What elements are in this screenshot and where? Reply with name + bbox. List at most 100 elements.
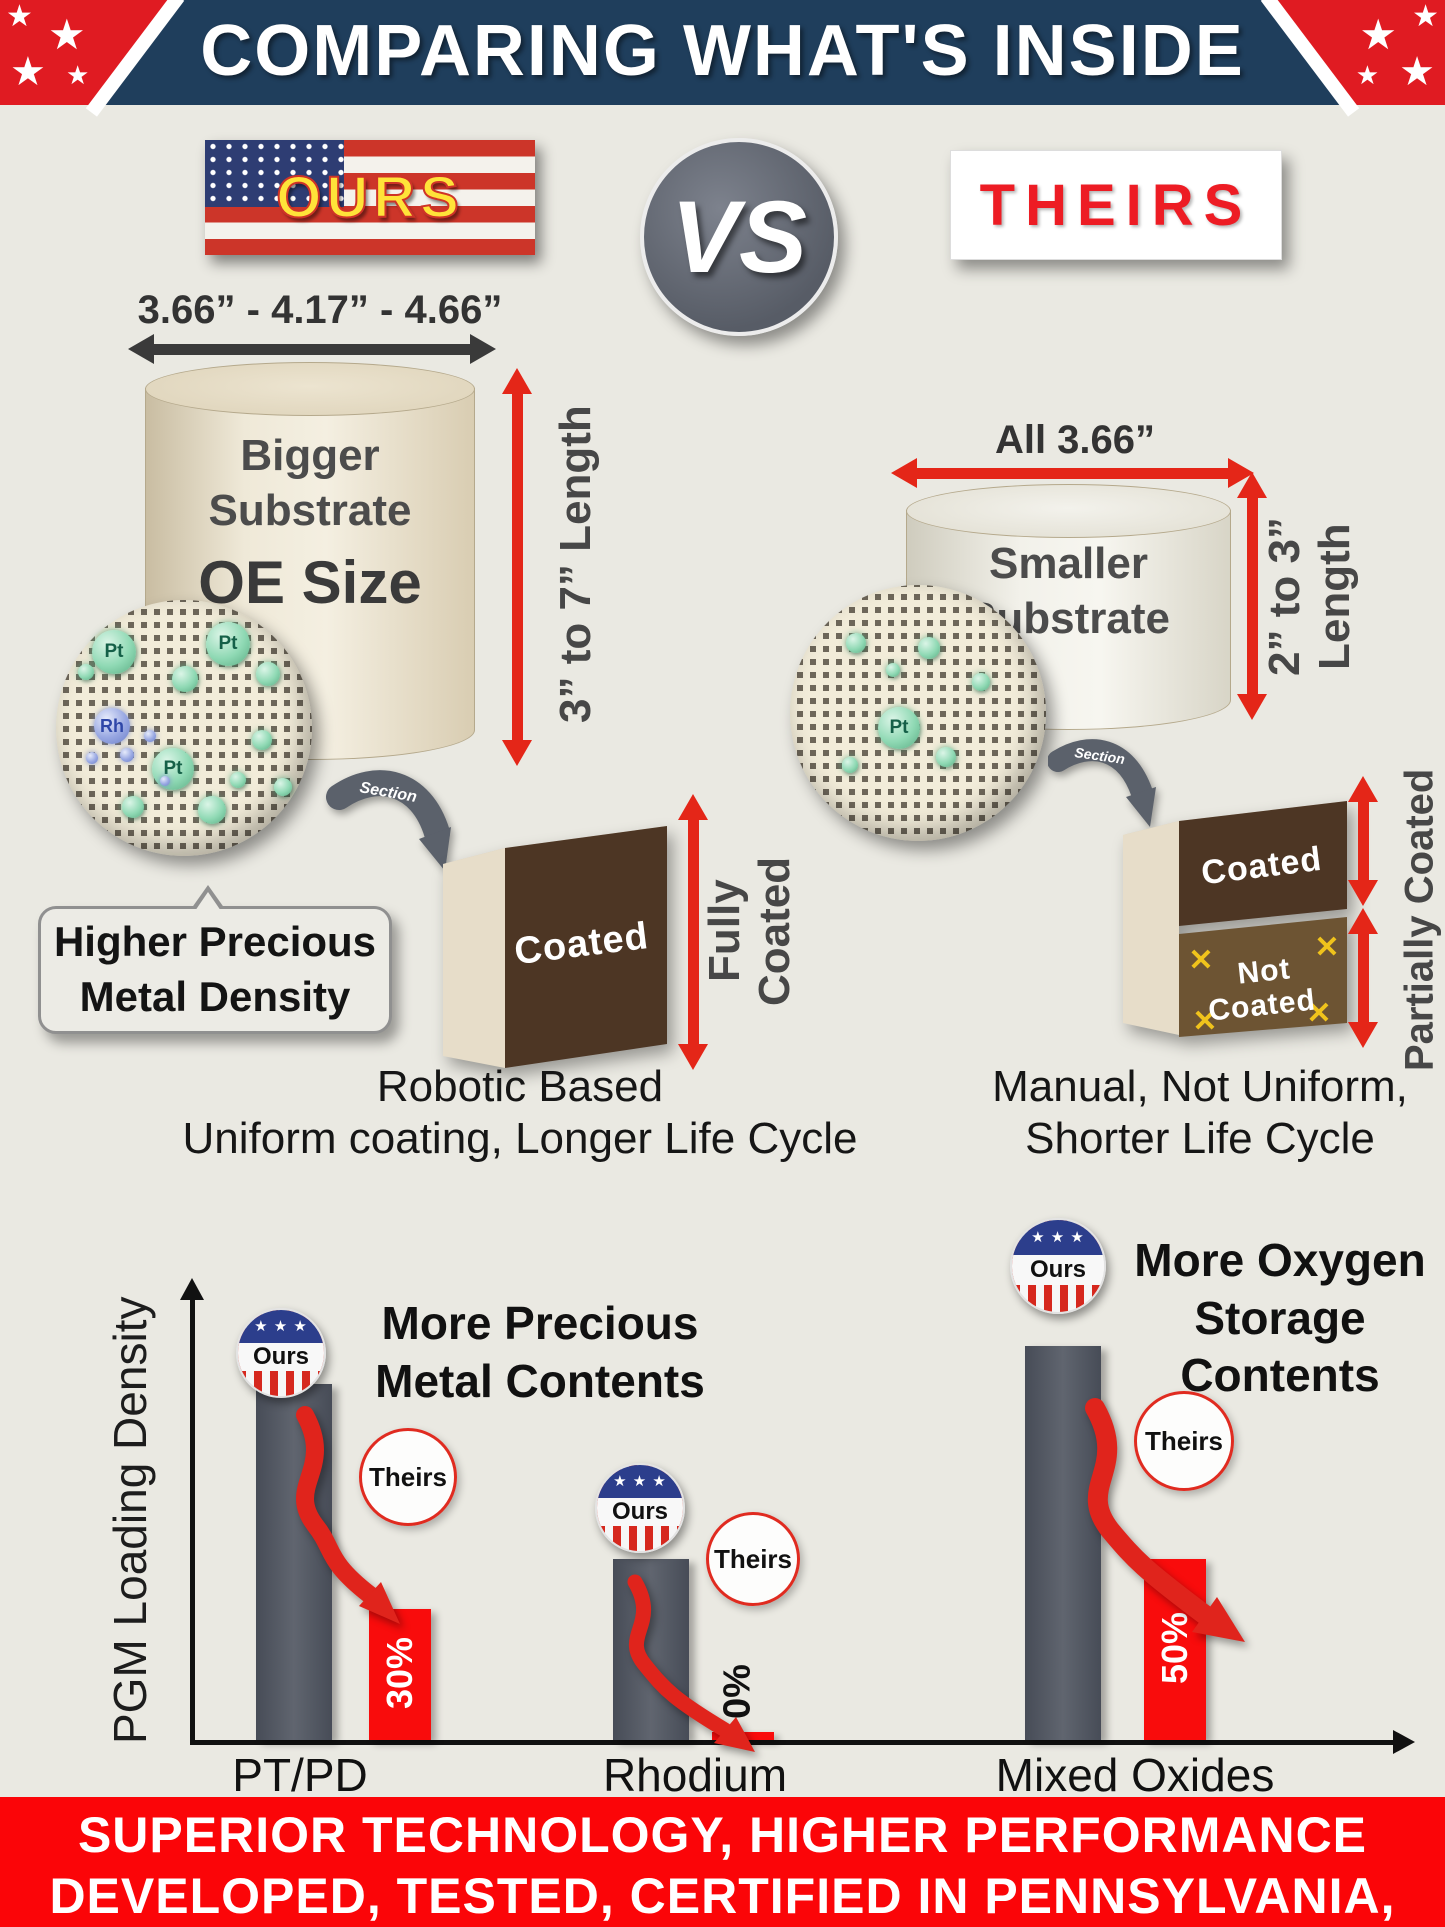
star-icon: ★ (48, 11, 86, 58)
block-front-face (505, 826, 667, 1068)
annotation-line1: More Oxygen (1134, 1234, 1426, 1286)
particle-dot (252, 730, 272, 750)
star-icon: ★ (6, 0, 33, 33)
particle-dot (120, 748, 134, 762)
theirs-diameter-arrow (891, 458, 1254, 488)
x-mark-icon: ✕ (1188, 944, 1213, 977)
ours-length-label: 3” to 7” Length (551, 405, 600, 724)
star-icon: ★ (1355, 60, 1379, 90)
theirs-length-arrow (1237, 472, 1267, 720)
block-side-face (1123, 821, 1179, 1035)
theirs-circle: Theirs (706, 1512, 800, 1606)
ours-length-arrow (502, 368, 532, 766)
ours-substrate-cylinder: Bigger Substrate OE Size (145, 362, 475, 760)
annotation-precious-metal: More Precious Metal Contents (360, 1295, 720, 1410)
theirs-diameter-label: All 3.66” (994, 418, 1156, 462)
particle-dot (886, 663, 900, 677)
annotation-line1: More Precious (381, 1297, 699, 1349)
x-mark-icon: ✕ (1314, 931, 1339, 964)
theirs-section-arrow: Section (1048, 739, 1156, 827)
x-mark-icon: ✕ (1306, 997, 1331, 1030)
footer-line2: DEVELOPED, TESTED, CERTIFIED IN PENNSYLV… (49, 1868, 1396, 1924)
annotation-line2: Metal Contents (375, 1354, 705, 1407)
theirs-label: THEIRS (979, 172, 1253, 238)
particle-dot (918, 637, 940, 659)
ours-mesh-magnifier: Pt Pt Rh Pt (56, 600, 312, 856)
star-icon: ★ (1359, 11, 1397, 58)
substrate-oe-size: OE Size (198, 549, 422, 616)
decline-arrow-rhodium (627, 1574, 755, 1752)
category-label-mixed-oxides: Mixed Oxides (995, 1749, 1275, 1801)
footer-banner: SUPERIOR TECHNOLOGY, HIGHER PERFORMANCE … (0, 1797, 1445, 1927)
chart-y-axis-label: PGM Loading Density (104, 1296, 156, 1744)
decline-arrow-mixed-oxides (1085, 1398, 1245, 1642)
callout-line2: Metal Density (79, 973, 351, 1020)
particle-dot (846, 633, 866, 653)
page-title: COMPARING WHAT'S INSIDE (200, 11, 1245, 91)
theirs-circle-label: Theirs (713, 1543, 793, 1574)
ours-diameter-label: 3.66” - 4.17” - 4.66” (137, 288, 503, 332)
theirs-caption-line2: Shorter Life Cycle (1025, 1114, 1375, 1163)
particle-dot (78, 664, 94, 680)
star-icon: ★ (10, 50, 46, 94)
badge-ours-label: Ours (1012, 1254, 1104, 1286)
ours-caption-line1: Robotic Based (376, 1062, 664, 1111)
ours-flag-badge: OURS (205, 140, 535, 255)
category-label-ptpd: PT/PD (232, 1749, 368, 1801)
ours-diameter-arrow (128, 334, 496, 364)
callout-line1: Higher Precious (53, 918, 377, 966)
x-mark-icon: ✕ (1192, 1005, 1217, 1038)
theirs-length-label: 2” to 3” Length (1260, 517, 1359, 677)
fully-coated-arrow (678, 794, 708, 1070)
star-icon: ★ (1399, 50, 1435, 94)
chart-y-axis (180, 1278, 204, 1743)
cylinder-top (906, 484, 1231, 538)
chart-x-axis (190, 1730, 1415, 1754)
theirs-caption-line1: Manual, Not Uniform, (992, 1062, 1408, 1111)
particle-dot (842, 757, 858, 773)
badge-ours-label: Ours (238, 1342, 324, 1372)
ours-badge: ★ ★ ★ Ours (1010, 1218, 1106, 1314)
bar-theirs-ptpd: 30% (369, 1609, 431, 1740)
pt-particle: Pt (152, 748, 194, 790)
ours-badge: ★ ★ ★ Ours (236, 1308, 326, 1398)
particle-dot (172, 666, 198, 692)
badge-stars: ★ ★ ★ (1012, 1220, 1104, 1255)
substrate-line1: Smaller (989, 539, 1148, 588)
pt-particle-label: Pt (218, 633, 238, 654)
vs-badge: VS (640, 138, 838, 336)
partially-coated-label: Partially Coated (1397, 768, 1442, 1072)
theirs-partially-coated-block: Coated ✕ ✕ ✕ ✕ Not Coated (1123, 801, 1347, 1038)
header-banner: ★ ★ ★ ★ ★ ★ ★ ★ COMPARING WHAT'S INSIDE (0, 0, 1445, 117)
rh-particle-label: Rh (100, 715, 124, 736)
particle-dot (936, 747, 956, 767)
cylinder-top (145, 362, 475, 416)
theirs-circle-label: Theirs (1144, 1425, 1224, 1456)
ours-caption-line2: Uniform coating, Longer Life Cycle (182, 1114, 858, 1163)
particle-dot (198, 796, 226, 824)
vs-label: VS (670, 179, 808, 294)
annotation-oxygen-storage: More Oxygen Storage Contents (1115, 1232, 1445, 1405)
particle-dot (230, 772, 246, 788)
substrate-line1: Bigger (240, 431, 380, 480)
particle-dot (256, 662, 280, 686)
pt-particle-label: Pt (889, 717, 909, 738)
ours-badge: ★ ★ ★ Ours (595, 1463, 685, 1553)
pt-particle: Pt (878, 707, 920, 749)
pt-particle: Pt (206, 622, 250, 666)
star-icon: ★ (1412, 0, 1439, 33)
theirs-circle: Theirs (359, 1428, 457, 1526)
ours-section-arrow: Section (326, 770, 451, 871)
ours-coated-block: Coated (443, 826, 667, 1068)
block-side-face (443, 848, 505, 1068)
pt-particle-label: Pt (104, 641, 124, 662)
theirs-card: THEIRS (950, 150, 1282, 260)
theirs-circle-label: Theirs (368, 1461, 448, 1492)
flag-canton (205, 140, 344, 207)
category-label-rhodium: Rhodium (602, 1749, 788, 1801)
pt-particle: Pt (92, 630, 136, 674)
theirs-mesh-magnifier: Pt (790, 585, 1046, 841)
density-callout: Higher Precious Metal Density (38, 885, 392, 1034)
partially-coated-arrow-top (1348, 776, 1378, 906)
